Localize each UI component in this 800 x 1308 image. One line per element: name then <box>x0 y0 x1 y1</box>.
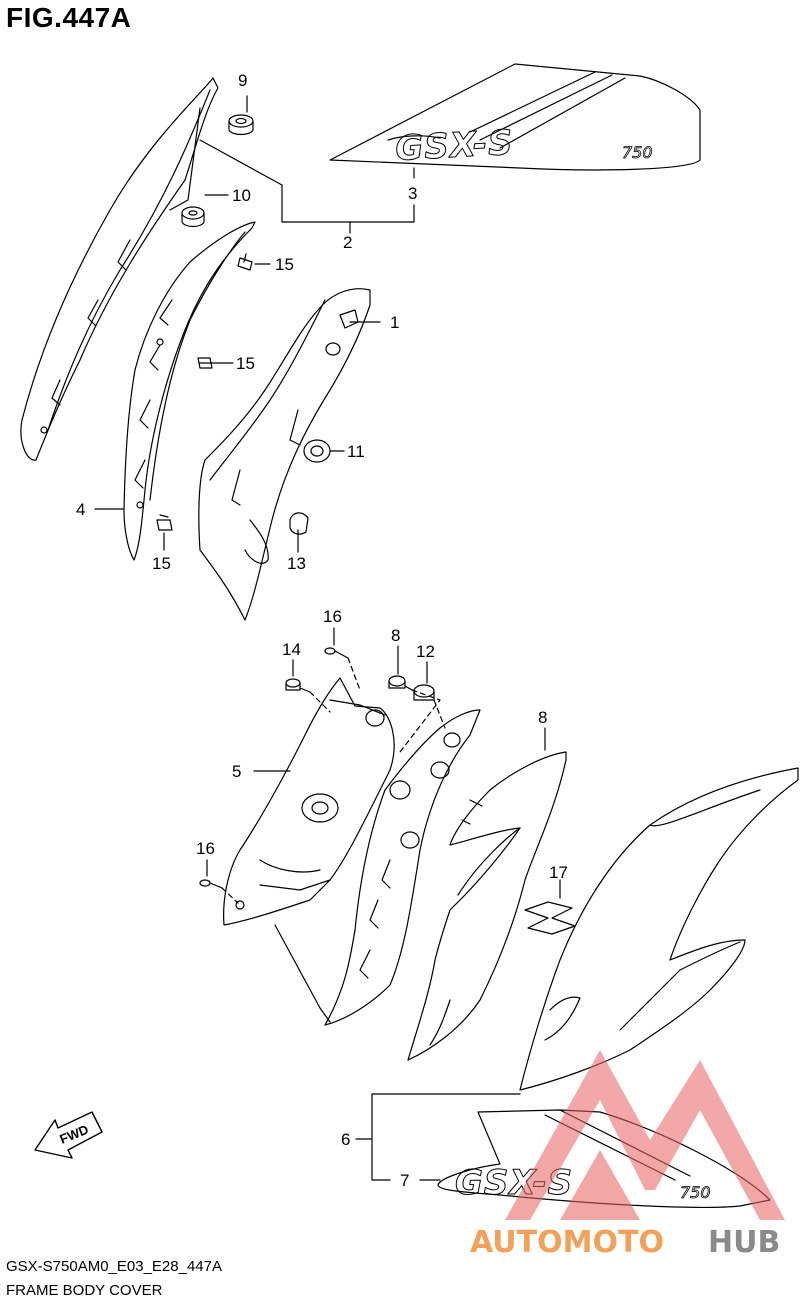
figure-name: FRAME BODY COVER <box>6 1282 163 1299</box>
callout-11: 11 <box>347 442 365 461</box>
callout-16-b: 16 <box>196 839 215 858</box>
part-10-grommet-b <box>181 206 205 228</box>
part-5-lower-bracket <box>223 677 395 926</box>
watermark-text-part2: HUB <box>708 1225 780 1260</box>
callout-16-a: 16 <box>323 607 342 626</box>
callout-5: 5 <box>232 762 241 781</box>
callout-10-a: 9 <box>238 71 247 90</box>
part-8-side-cowl <box>407 751 567 1061</box>
callout-9: 8 <box>391 626 400 645</box>
callout-17: 17 <box>549 863 568 882</box>
part-10-grommet-a <box>228 114 254 136</box>
part-12-grommet <box>413 684 435 701</box>
fwd-arrow-icon: FWD <box>34 1111 103 1159</box>
callout-10-b: 10 <box>232 186 251 205</box>
callout-15-a: 15 <box>275 255 294 274</box>
figure-code: GSX-S750AM0_E03_E28_447A <box>6 1258 222 1275</box>
callout-6: 6 <box>341 1130 350 1149</box>
lower-decal-sub: 750 <box>680 1183 711 1202</box>
part-15-clip-c <box>156 514 173 531</box>
callout-15-c: 15 <box>152 554 171 573</box>
part-16-screw-b <box>199 879 223 889</box>
watermark-text-part1: AUTOMOTO <box>470 1225 664 1260</box>
part-6-front-cover <box>519 767 799 1091</box>
assembly-lines <box>221 657 446 904</box>
callout-4: 4 <box>76 500 85 519</box>
callout-12: 12 <box>416 642 435 661</box>
callout-1: 1 <box>390 313 399 332</box>
callout-2: 2 <box>343 233 352 252</box>
part-4-inner-panel <box>123 221 256 561</box>
watermark-text: AUTOMOTO HUB <box>470 1225 780 1260</box>
upper-decal-sub: 750 <box>622 143 653 162</box>
part-14-bolt <box>285 678 311 693</box>
callout-labels: 9 10 3 2 15 1 15 11 4 15 13 16 8 14 12 8… <box>76 71 568 1190</box>
part-3-upper-decal: GSX-S 750 <box>329 63 701 171</box>
callout-3: 3 <box>408 184 417 203</box>
part-2-upper-cover <box>20 77 219 461</box>
watermark-logo-icon <box>505 1050 785 1220</box>
part-9-bolt <box>388 675 413 691</box>
lower-inner-panel <box>324 709 481 1026</box>
part-11-grommet <box>303 439 331 463</box>
callout-13: 13 <box>287 554 306 573</box>
leader-lines <box>94 95 561 1181</box>
callout-15-b: 15 <box>236 354 255 373</box>
part-15-clip-b <box>197 357 213 369</box>
part-13-cap <box>289 512 309 535</box>
callout-8: 8 <box>538 708 547 727</box>
part-1-side-cover <box>198 288 371 621</box>
callout-14: 14 <box>282 640 301 659</box>
part-15-clip-a <box>237 253 253 271</box>
part-17-emblem <box>524 901 576 935</box>
part-16-screw-a <box>324 647 349 659</box>
figure-title: FIG.447A <box>6 2 132 33</box>
upper-decal-text: GSX-S <box>394 123 514 169</box>
callout-7: 7 <box>400 1171 409 1190</box>
